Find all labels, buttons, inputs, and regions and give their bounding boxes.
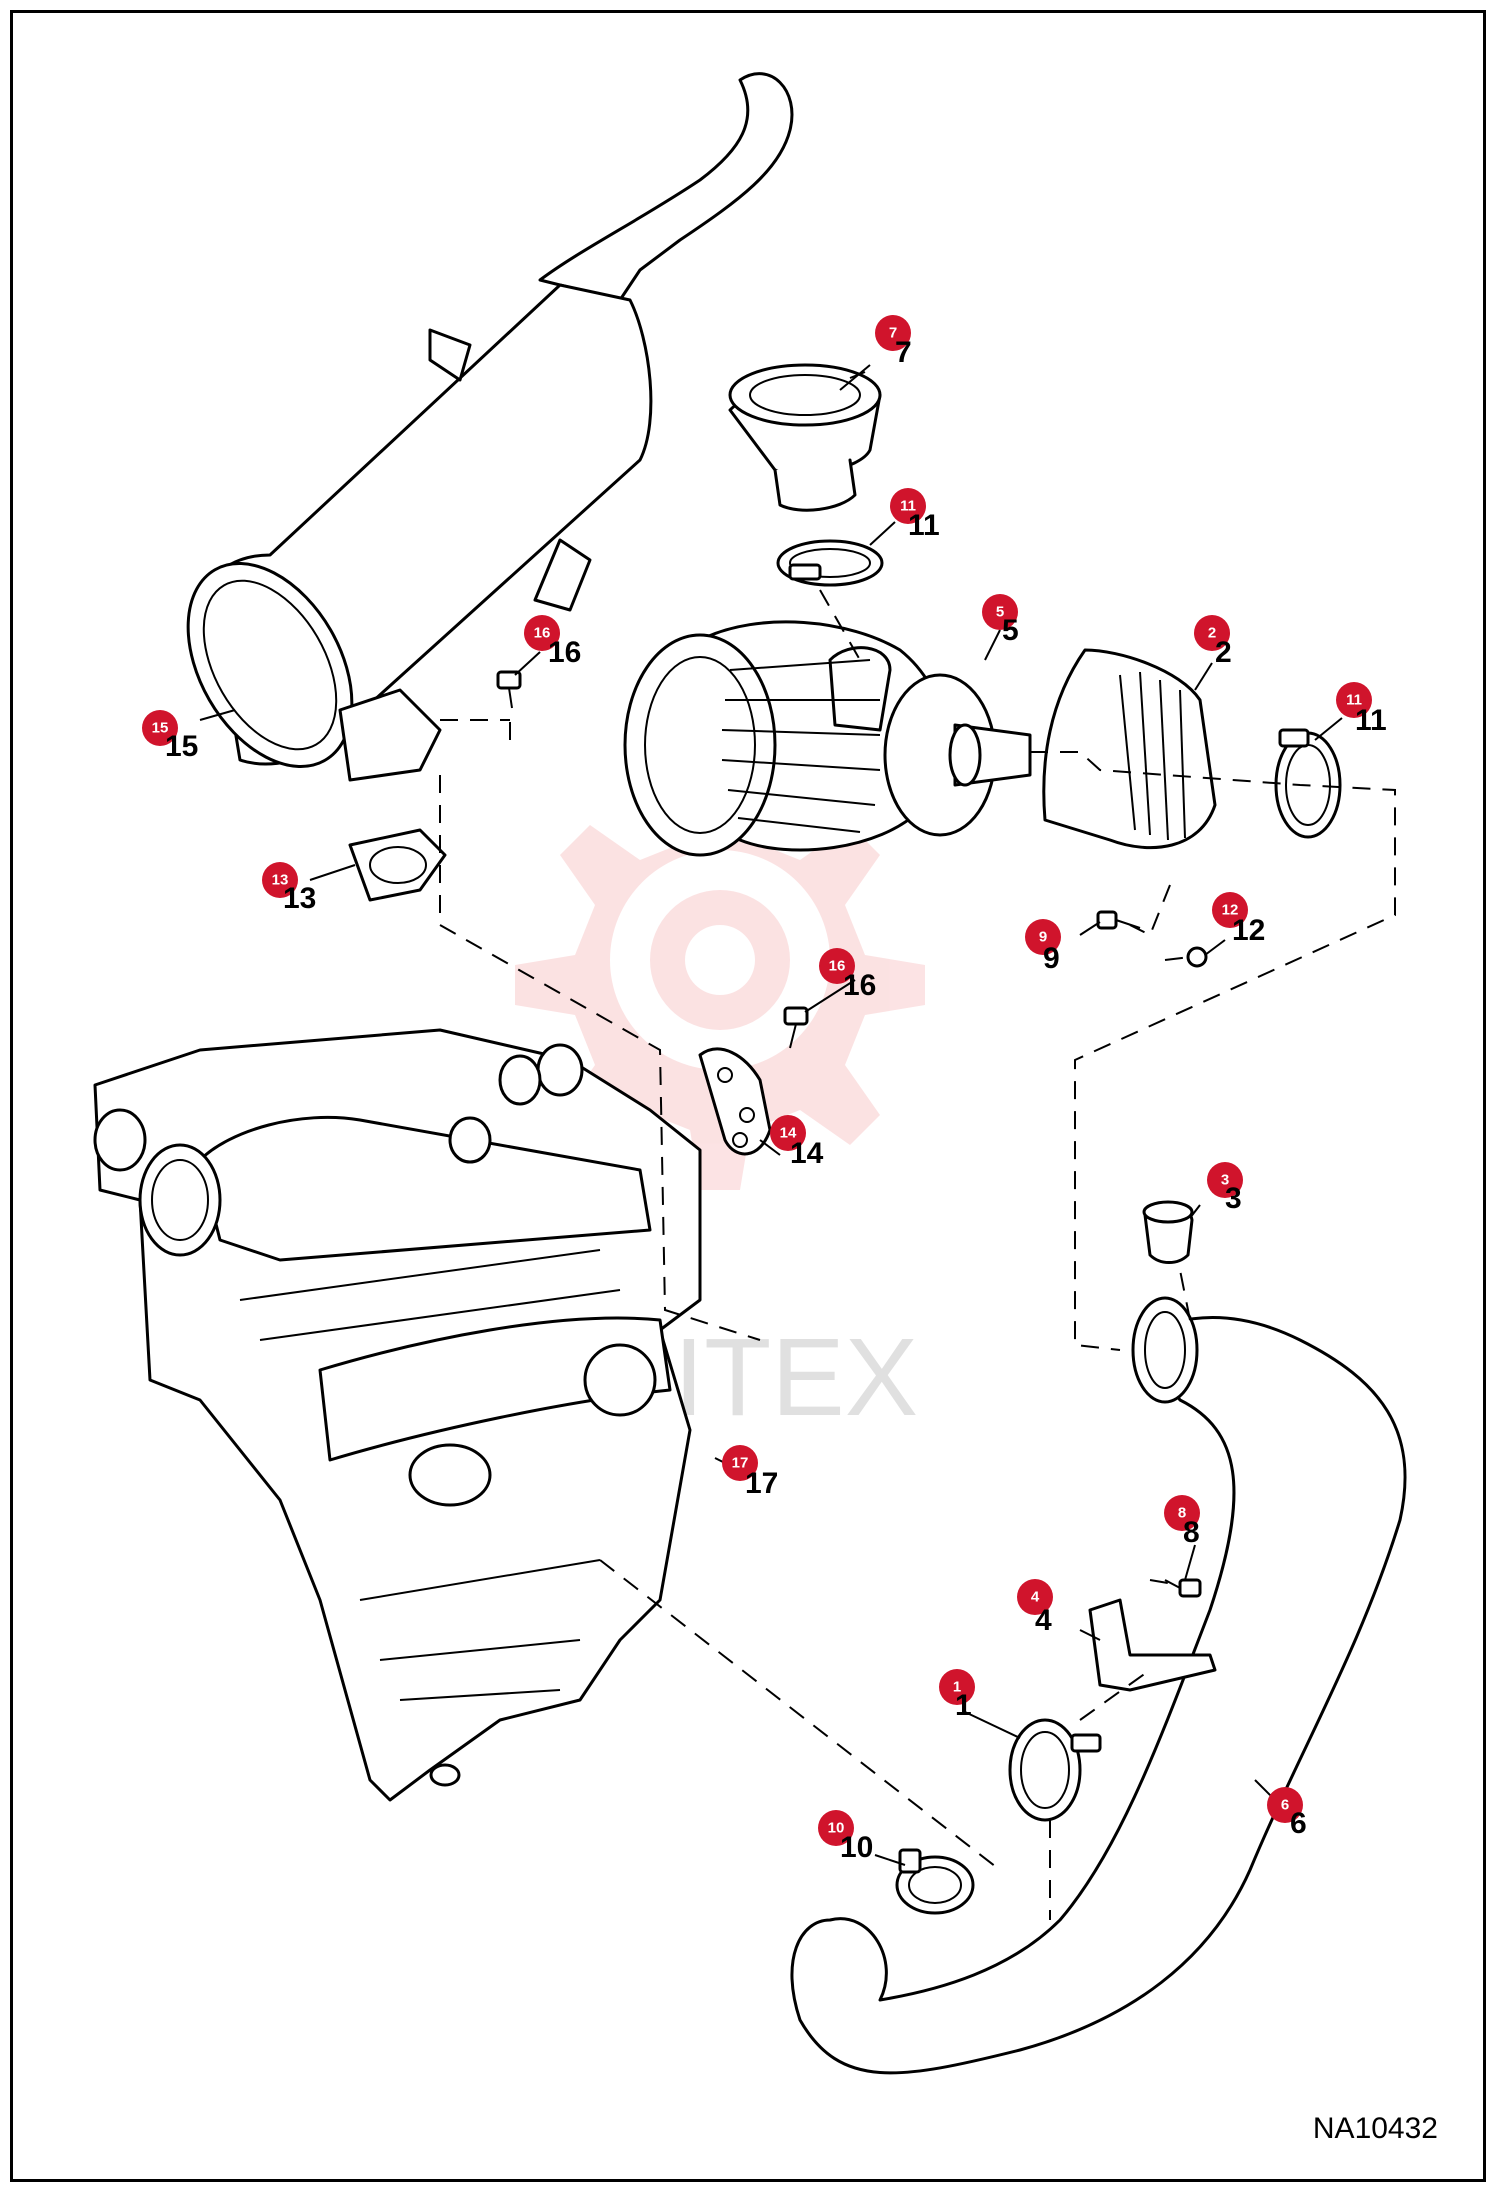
nut-12 bbox=[1186, 946, 1208, 968]
svg-text:1: 1 bbox=[953, 1679, 961, 1696]
svg-text:17: 17 bbox=[745, 1467, 778, 1500]
bolt-16-lower bbox=[783, 1006, 809, 1049]
svg-text:4: 4 bbox=[1035, 1604, 1052, 1637]
svg-text:5: 5 bbox=[996, 604, 1004, 621]
gasket-14 bbox=[698, 1047, 772, 1156]
svg-text:15: 15 bbox=[165, 730, 198, 763]
svg-text:3: 3 bbox=[1225, 1182, 1242, 1215]
svg-text:9: 9 bbox=[1039, 929, 1047, 946]
svg-text:7: 7 bbox=[895, 336, 912, 369]
callout-10[interactable]: 10 10 bbox=[818, 1810, 873, 1864]
callout-2[interactable]: 2 2 bbox=[1194, 615, 1232, 669]
svg-text:9: 9 bbox=[1043, 942, 1060, 975]
svg-text:11: 11 bbox=[900, 498, 916, 515]
bracket-4 bbox=[1088, 1598, 1217, 1692]
svg-text:8: 8 bbox=[1183, 1516, 1200, 1549]
svg-text:2: 2 bbox=[1208, 625, 1216, 642]
clamp-right bbox=[1274, 728, 1342, 839]
svg-text:12: 12 bbox=[1232, 914, 1265, 947]
svg-text:8: 8 bbox=[1178, 1505, 1186, 1522]
callout-7[interactable]: 7 7 bbox=[875, 315, 912, 369]
svg-text:14: 14 bbox=[790, 1137, 824, 1170]
svg-text:5: 5 bbox=[1002, 614, 1019, 647]
diagram-frame bbox=[10, 10, 1486, 2182]
svg-text:15: 15 bbox=[152, 720, 169, 737]
bolt-8 bbox=[1164, 1578, 1202, 1598]
callout-14[interactable]: 14 14 bbox=[770, 1115, 824, 1170]
intake-elbow bbox=[1042, 648, 1217, 850]
callout-8[interactable]: 8 8 bbox=[1164, 1495, 1200, 1549]
svg-text:16: 16 bbox=[829, 958, 846, 975]
callout-13[interactable]: 13 13 bbox=[262, 862, 316, 915]
callout-16-upper[interactable]: 16 16 bbox=[524, 615, 581, 669]
inlet-boot bbox=[728, 363, 882, 512]
callout-17[interactable]: 17 17 bbox=[722, 1445, 778, 1500]
svg-text:6: 6 bbox=[1290, 1807, 1307, 1840]
callout-6[interactable]: 6 6 bbox=[1267, 1787, 1307, 1840]
bolt-16-upper bbox=[496, 670, 522, 709]
svg-text:3: 3 bbox=[1221, 1172, 1229, 1189]
svg-text:4: 4 bbox=[1031, 1589, 1040, 1606]
assembly-lines bbox=[439, 589, 1396, 1920]
callout-5[interactable]: 5 5 bbox=[982, 594, 1019, 647]
callout-15[interactable]: 15 15 bbox=[142, 710, 198, 763]
svg-text:16: 16 bbox=[548, 636, 581, 669]
callout-16-lower[interactable]: 16 16 bbox=[819, 948, 876, 1002]
svg-text:1: 1 bbox=[955, 1689, 972, 1722]
callout-3[interactable]: 3 3 bbox=[1207, 1162, 1243, 1215]
svg-text:11: 11 bbox=[1355, 704, 1387, 737]
svg-text:12: 12 bbox=[1222, 902, 1239, 919]
callout-4[interactable]: 4 4 bbox=[1017, 1579, 1053, 1637]
clamp-1 bbox=[1008, 1718, 1102, 1822]
svg-text:14: 14 bbox=[780, 1125, 797, 1142]
svg-text:6: 6 bbox=[1281, 1797, 1289, 1814]
air-filter-housing bbox=[623, 620, 1032, 857]
callout-9[interactable]: 9 9 bbox=[1025, 919, 1061, 975]
svg-text:13: 13 bbox=[272, 872, 289, 889]
svg-text:10: 10 bbox=[828, 1820, 845, 1837]
engine-assembly bbox=[93, 1028, 702, 1802]
svg-text:16: 16 bbox=[843, 969, 876, 1002]
clamp-upper bbox=[776, 539, 884, 587]
callout-1[interactable]: 1 1 bbox=[939, 1669, 975, 1722]
intake-hose bbox=[790, 1296, 1407, 2075]
gasket-13 bbox=[348, 828, 447, 902]
muffler bbox=[186, 72, 794, 782]
svg-text:10: 10 bbox=[840, 1831, 873, 1864]
svg-text:2: 2 bbox=[1215, 636, 1232, 669]
svg-text:13: 13 bbox=[283, 882, 316, 915]
clamp-10 bbox=[895, 1848, 975, 1915]
callout-12[interactable]: 12 12 bbox=[1212, 892, 1265, 947]
cap-3 bbox=[1142, 1200, 1194, 1264]
callout-11-upper[interactable]: 11 11 bbox=[890, 488, 940, 542]
svg-text:11: 11 bbox=[908, 509, 940, 542]
svg-text:7: 7 bbox=[889, 325, 897, 342]
svg-text:16: 16 bbox=[534, 625, 551, 642]
svg-text:11: 11 bbox=[1346, 692, 1362, 709]
svg-text:17: 17 bbox=[732, 1455, 749, 1472]
bolt-9 bbox=[1096, 910, 1141, 930]
callout-11-right[interactable]: 11 11 bbox=[1336, 682, 1387, 737]
figure-id: NA10432 bbox=[1312, 2112, 1438, 2145]
watermark-logo bbox=[515, 780, 925, 1190]
